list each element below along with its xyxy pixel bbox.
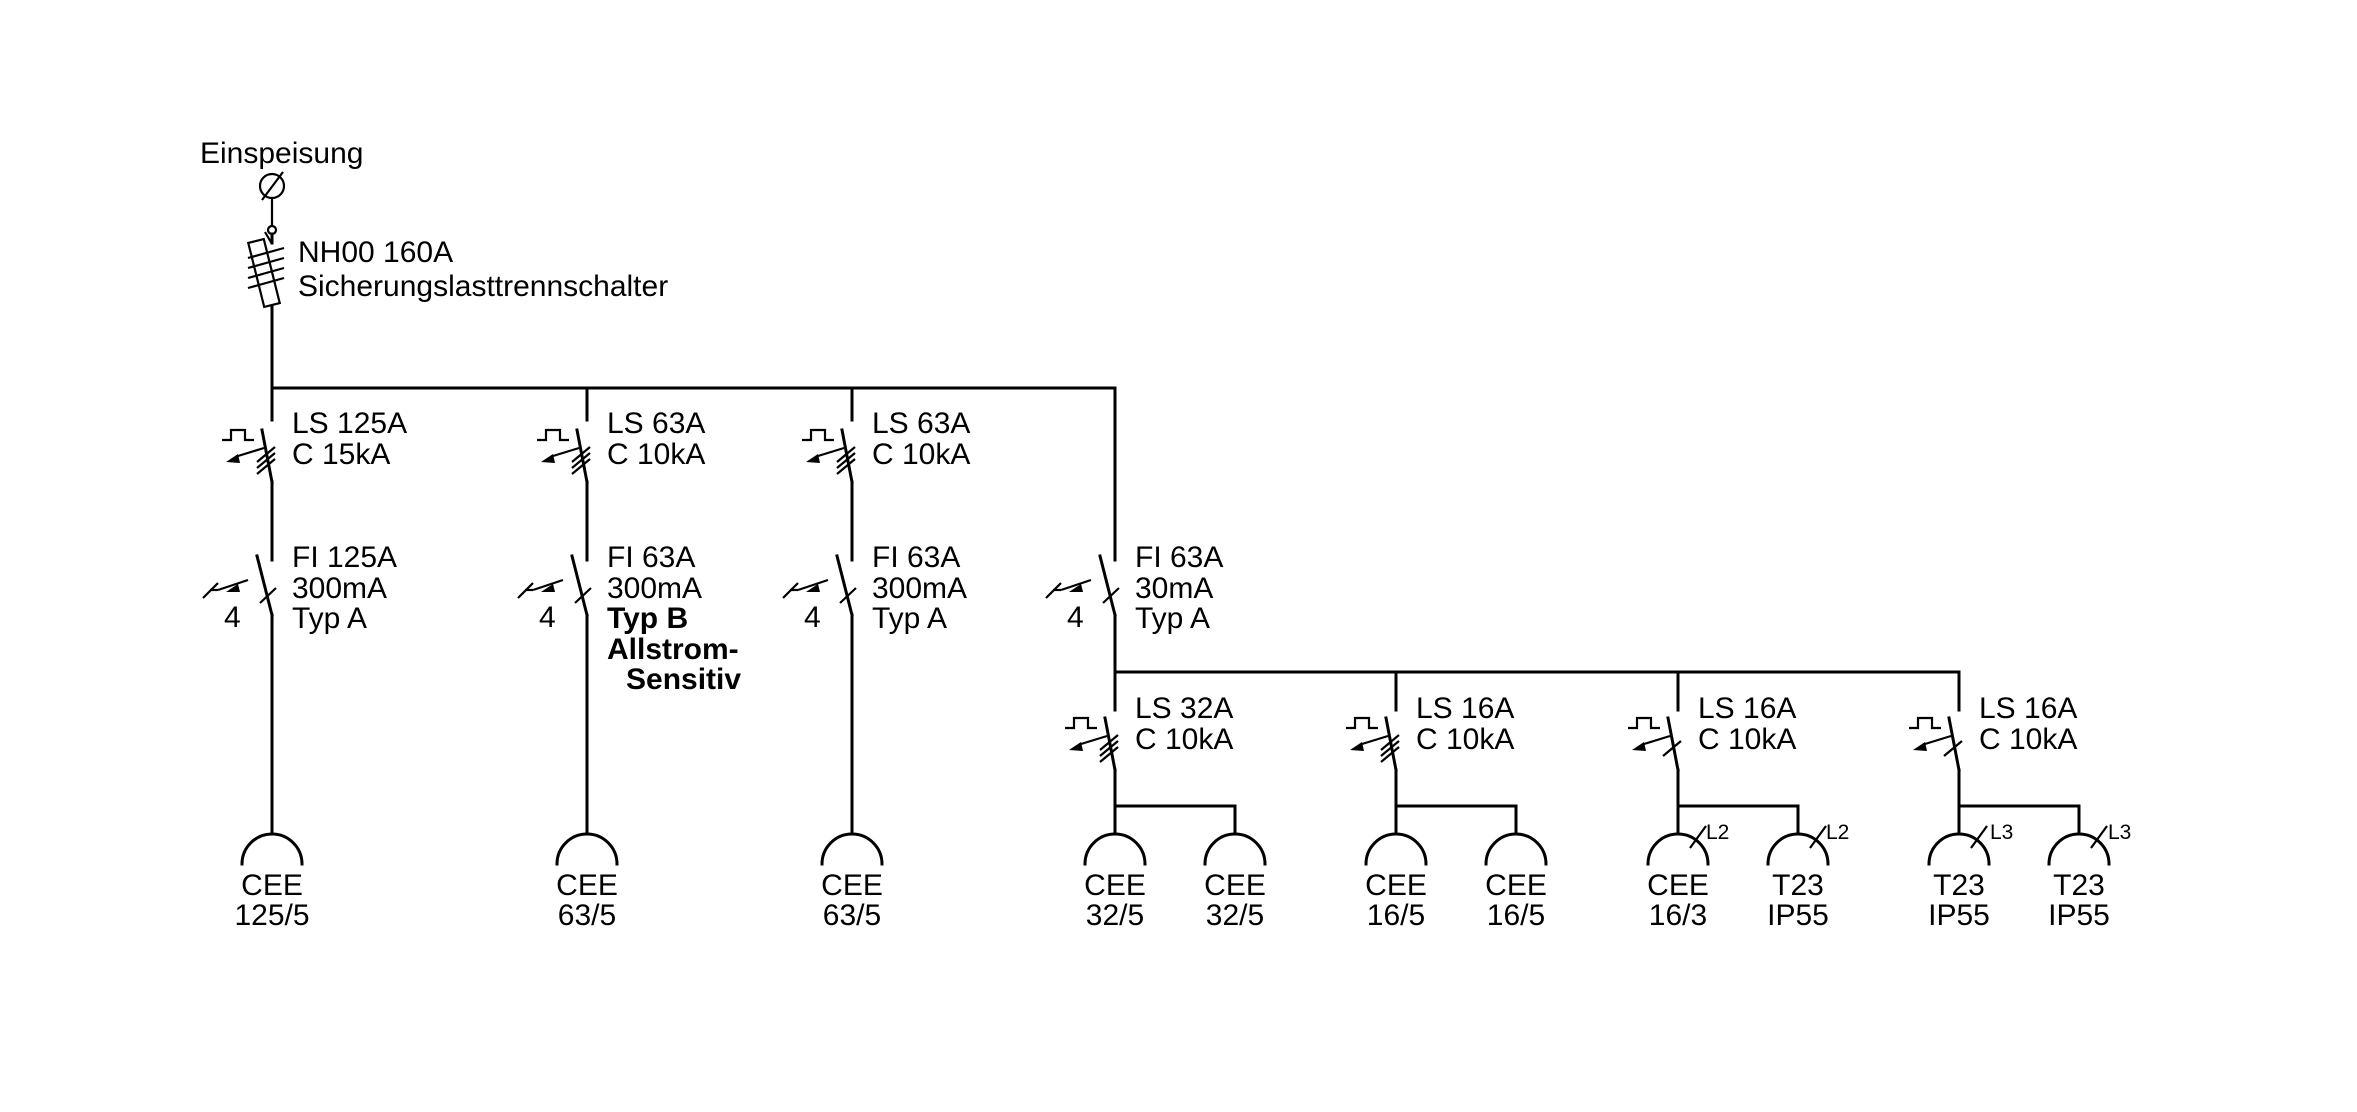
rcd-label-bold-line2: Allstrom- (607, 633, 739, 666)
rcd-label-line1: FI 63A (872, 541, 960, 574)
outlet-label-line1: CEE (821, 869, 883, 902)
ls-label-line2: C 10kA (607, 438, 705, 471)
ls-label-line2: C 10kA (1135, 723, 1233, 756)
rcd-label-bold-line3: Sensitiv (626, 663, 741, 696)
outlet-label-line2: 63/5 (823, 899, 881, 932)
phase-mark (1970, 825, 1988, 849)
phase-label-1: L2 (1706, 821, 1729, 844)
ls-label-line1: LS 16A (1698, 692, 1796, 725)
ls-breaker-icon (222, 403, 276, 547)
outlet-2-label-line2: IP55 (2048, 899, 2110, 932)
rcd-poles: 4 (804, 601, 821, 634)
ls-breaker-icon (537, 403, 591, 547)
fuse-label-line1: NH00 160A (298, 236, 453, 269)
sub-branch-3: LS 16A C 10kA L2 L2 CEE 16/3 T23 IP55 (1628, 670, 1849, 932)
rcd-poles: 4 (1067, 601, 1084, 634)
rcd-label-line3: Typ A (872, 602, 947, 635)
socket-icon (2047, 832, 2111, 866)
rcd-switch-icon (517, 543, 592, 834)
rcd-label-line2: 300mA (292, 572, 387, 605)
phase-label-1: L3 (1990, 821, 2013, 844)
ls-label-line1: LS 125A (292, 407, 407, 440)
ls-breaker-icon (1628, 695, 1682, 834)
fuse-switch-icon (246, 231, 285, 390)
outlet-1-label-line1: CEE (1365, 869, 1427, 902)
phase-label-2: L3 (2108, 821, 2131, 844)
socket-icon (1083, 832, 1147, 866)
main-branch-4: 4 FI 63A 30mA Typ A (1045, 386, 1223, 674)
outlet-label-line1: CEE (241, 869, 303, 902)
outlet-2-label-line1: CEE (1204, 869, 1266, 902)
rcd-poles: 4 (224, 601, 241, 634)
rcd-switch-icon (202, 543, 277, 834)
ls-breaker-icon (802, 403, 856, 547)
rcd-switch-icon (782, 543, 857, 834)
outlet-1-label-line2: IP55 (1928, 899, 1990, 932)
main-branch-2: LS 63A C 10kA 4 FI 63A 300mA Typ B Allst… (517, 386, 741, 932)
outlet-2-label-line1: CEE (1485, 869, 1547, 902)
outlet-2-label-line1: T23 (2053, 869, 2105, 902)
ls-label-line2: C 10kA (1416, 723, 1514, 756)
rcd-poles: 4 (539, 601, 556, 634)
rcd-switch-icon (1045, 543, 1120, 674)
ls-breaker-icon (1065, 695, 1119, 834)
rcd-label-line2: 300mA (872, 572, 967, 605)
outlet-1-label-line2: 16/5 (1367, 899, 1425, 932)
outlet-1-label-line1: CEE (1084, 869, 1146, 902)
socket-icon (1766, 832, 1830, 866)
ls-label-line2: C 10kA (1979, 723, 2077, 756)
rcd-label-line2: 300mA (607, 572, 702, 605)
sub-branch-1: LS 32A C 10kA CEE 32/5 CEE 32/5 (1065, 670, 1267, 932)
outlet-2-label-line2: 16/5 (1487, 899, 1545, 932)
outlet-1-label-line2: 32/5 (1086, 899, 1144, 932)
socket-icon (820, 832, 884, 866)
outlet-2-label-line2: 32/5 (1206, 899, 1264, 932)
outlet-1-label-line1: CEE (1647, 869, 1709, 902)
rcd-label-bold-line1: Typ B (607, 602, 688, 635)
ls-label-line2: C 10kA (1698, 723, 1796, 756)
ls-label-line2: C 10kA (872, 438, 970, 471)
sub-branch-2: LS 16A C 10kA CEE 16/5 CEE 16/5 (1346, 670, 1548, 932)
phase-label-2: L2 (1826, 821, 1849, 844)
terminal-icon (258, 171, 286, 236)
ls-label-line1: LS 32A (1135, 692, 1233, 725)
sub-branch-4: LS 16A C 10kA L3 L3 T23 IP55 T23 IP55 (1909, 670, 2131, 932)
feed-in: Einspeisung NH00 160A Sicherungslasttren… (200, 137, 668, 390)
outlet-label-line1: CEE (556, 869, 618, 902)
fuse-label-line2: Sicherungslasttrennschalter (298, 270, 668, 303)
phase-mark (1809, 825, 1827, 849)
ls-breaker-icon (1346, 695, 1400, 834)
ls-label-line1: LS 63A (872, 407, 970, 440)
outlet-label-line2: 125/5 (234, 899, 309, 932)
ls-label-line2: C 15kA (292, 438, 390, 471)
socket-icon (240, 832, 304, 866)
main-branch-1: LS 125A C 15kA 4 FI 125A 300mA Typ A CEE… (202, 386, 407, 932)
ls-label-line1: LS 16A (1979, 692, 2077, 725)
socket-icon (1927, 832, 1991, 866)
ls-label-line1: LS 16A (1416, 692, 1514, 725)
rcd-label-line1: FI 63A (607, 541, 695, 574)
feed-label: Einspeisung (200, 137, 363, 170)
socket-icon (555, 832, 619, 866)
outlet-label-line2: 63/5 (558, 899, 616, 932)
main-branch-3: LS 63A C 10kA 4 FI 63A 300mA Typ A CEE 6… (782, 386, 970, 932)
outlet-2-label-line2: IP55 (1767, 899, 1829, 932)
ls-label-line1: LS 63A (607, 407, 705, 440)
outlet-1-label-line1: T23 (1933, 869, 1985, 902)
rcd-label-line3: Typ A (292, 602, 367, 635)
ls-breaker-icon (1909, 695, 1963, 834)
socket-icon (1646, 832, 1710, 866)
socket-icon (1203, 832, 1267, 866)
rcd-label-line1: FI 63A (1135, 541, 1223, 574)
outlet-2-label-line1: T23 (1772, 869, 1824, 902)
outlet-1-label-line2: 16/3 (1649, 899, 1707, 932)
phase-mark (1689, 825, 1707, 849)
phase-mark (2090, 825, 2108, 849)
socket-icon (1484, 832, 1548, 866)
socket-icon (1364, 832, 1428, 866)
rcd-label-line2: 30mA (1135, 572, 1213, 605)
rcd-label-line3: Typ A (1135, 602, 1210, 635)
rcd-label-line1: FI 125A (292, 541, 397, 574)
